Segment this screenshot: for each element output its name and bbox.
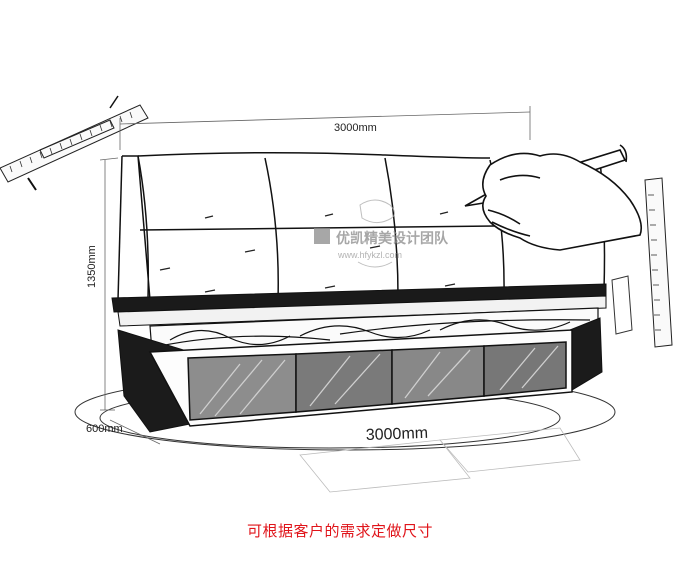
- ruler-left: [0, 95, 149, 191]
- watermark-logo: 优凯精美设计团队 www.hfykzl.com: [314, 199, 449, 268]
- dim-height: 1350mm: [86, 245, 98, 288]
- floor-sheets: [299, 427, 581, 493]
- dim-depth: 600mm: [86, 423, 123, 435]
- caption-text: 可根据客户的需求定做尺寸: [246, 522, 433, 540]
- shelf-clips: [159, 211, 456, 293]
- dim-bottom-width: 3000mm: [366, 425, 429, 444]
- drawing-hand: [464, 144, 643, 251]
- counter-top: [111, 283, 607, 327]
- watermark-url: www.hfykzl.com: [337, 250, 402, 260]
- dimension-lines: [99, 106, 531, 445]
- watermark-name: 优凯精美设计团队: [336, 230, 449, 247]
- ruler-right: [611, 177, 673, 348]
- base-glass-panels: [187, 341, 567, 421]
- dim-top-width: 3000mm: [334, 122, 377, 134]
